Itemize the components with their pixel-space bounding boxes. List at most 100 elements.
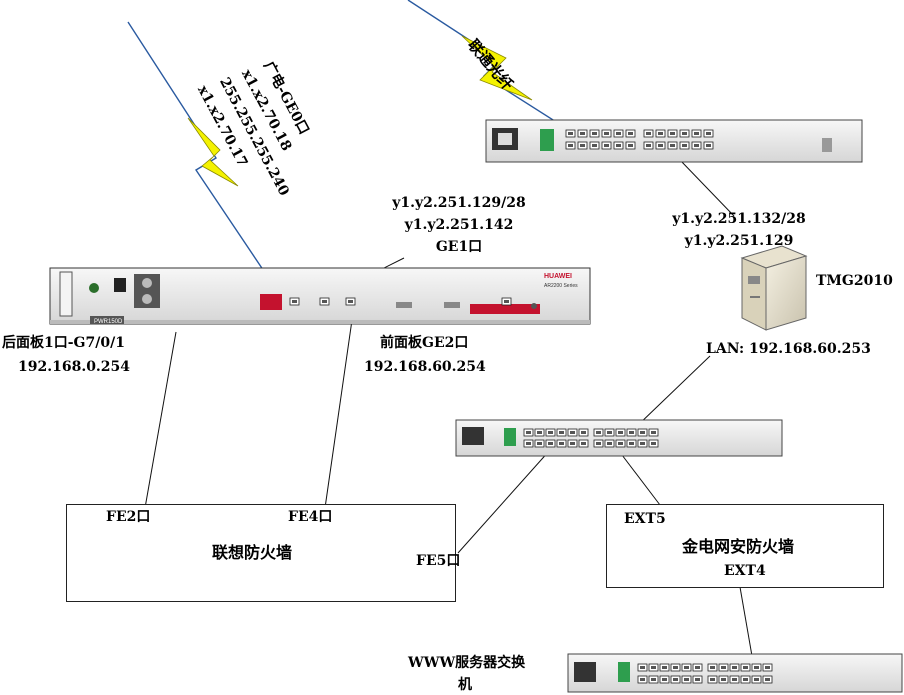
link-mid-switch-lenovo-fe5 [457, 449, 551, 554]
switch-port-icon [637, 663, 648, 672]
switch-port-icon [613, 141, 624, 150]
switch-port-icon [679, 129, 690, 138]
router-power-label: PWR150D [94, 319, 123, 325]
tmg-server-icon [740, 245, 808, 331]
switch-port-icon [604, 428, 615, 437]
switch-port-icon [643, 129, 654, 138]
switch-port-icon [667, 129, 678, 138]
www-switch-label-2: 机 [458, 677, 472, 693]
link-front-lenovo-fe4 [324, 319, 353, 509]
switch-port-icon [729, 663, 740, 672]
switch-port-icon [740, 675, 751, 684]
switch-port-icon [691, 141, 702, 150]
switch-port-icon [659, 675, 670, 684]
tmg-wan-ip2: y1.y2.251.129 [684, 233, 794, 249]
rear-panel-label: 后面板1口-G7/0/1 [2, 335, 125, 351]
lenovo-fe4: FE4口 [288, 509, 333, 525]
link-lines [144, 159, 753, 657]
switch-port-icon [637, 428, 648, 437]
switch-port-icon [703, 141, 714, 150]
switch-port-icon [534, 428, 545, 437]
lenovo-fe2: FE2口 [106, 509, 151, 525]
switch-port-icon [626, 439, 637, 448]
switch-port-icon [615, 439, 626, 448]
switch-port-icon [707, 663, 718, 672]
lenovo-firewall-name: 联想防火墙 [212, 543, 293, 562]
switch-port-icon [718, 675, 729, 684]
switch-port-icon [655, 141, 666, 150]
front-panel-ip: 192.168.60.254 [364, 359, 486, 375]
switch-port-icon [681, 663, 692, 672]
switch-port-icon [692, 663, 703, 672]
lightning-unicom [407, 0, 573, 133]
link-rear-lenovo-fe2 [144, 331, 177, 509]
switch-port-icon [762, 675, 773, 684]
jin-firewall-name: 金电网安防火墙 [682, 537, 795, 556]
switch-port-icon [523, 439, 534, 448]
switch-port-icon [740, 663, 751, 672]
switch-port-icon [565, 141, 576, 150]
switch-port-icon [643, 141, 654, 150]
switch-port-icon [589, 141, 600, 150]
link-tmg-mid-switch [634, 355, 711, 429]
switch-port-icon [729, 675, 740, 684]
jin-ext5: EXT5 [624, 511, 666, 527]
switch-port-icon [556, 428, 567, 437]
switch-port-icon [648, 663, 659, 672]
router-brand: HUAWEI [544, 273, 572, 280]
top-switch [485, 119, 863, 163]
switch-port-icon [625, 129, 636, 138]
switch-port-icon [691, 129, 702, 138]
router-ge1-ip2: y1.y2.251.142 [404, 217, 514, 233]
switch-port-icon [670, 675, 681, 684]
switch-port-icon [751, 675, 762, 684]
tmg-name: TMG2010 [816, 273, 893, 289]
switch-port-icon [679, 141, 690, 150]
switch-port-icon [613, 129, 624, 138]
switch-port-icon [703, 129, 714, 138]
switch-port-icon [692, 675, 703, 684]
switch-port-icon [751, 663, 762, 672]
link-top-switch-tmg [679, 159, 735, 217]
switch-port-icon [593, 439, 604, 448]
switch-port-icon [681, 675, 692, 684]
switch-port-icon [593, 428, 604, 437]
lenovo-firewall-box [66, 504, 456, 602]
link-mid-switch-jin-ext5 [621, 454, 661, 506]
switch-port-icon [648, 428, 659, 437]
switch-port-icon [659, 663, 670, 672]
router-ar2200: PWR150D HUAWEI AR2200 Series [49, 267, 591, 325]
switch-port-icon [648, 439, 659, 448]
switch-port-icon [762, 663, 773, 672]
rear-panel-ip: 192.168.0.254 [18, 359, 131, 375]
lightning-broadcast [127, 21, 283, 299]
switch-port-icon [626, 428, 637, 437]
www-switch-label-1: WWW服务器交换 [408, 655, 526, 671]
switch-port-icon [670, 663, 681, 672]
switch-port-icon [545, 428, 556, 437]
switch-port-icon [601, 141, 612, 150]
switch-port-icon [615, 428, 626, 437]
middle-switch [455, 419, 783, 457]
switch-port-icon [567, 439, 578, 448]
switch-port-icon [637, 675, 648, 684]
switch-port-icon [604, 439, 615, 448]
switch-port-icon [637, 439, 648, 448]
lenovo-fe5: FE5口 [416, 553, 461, 569]
switch-port-icon [545, 439, 556, 448]
switch-port-icon [648, 675, 659, 684]
switch-port-icon [655, 129, 666, 138]
switch-port-icon [718, 663, 729, 672]
switch-port-icon [556, 439, 567, 448]
switch-port-icon [667, 141, 678, 150]
jin-ext4: EXT4 [724, 563, 766, 579]
jin-firewall-box [606, 504, 884, 588]
switch-port-icon [707, 675, 718, 684]
switch-port-icon [625, 141, 636, 150]
router-ge1-port: GE1口 [435, 239, 483, 255]
switch-port-icon [577, 129, 588, 138]
front-panel-label: 前面板GE2口 [380, 335, 469, 351]
switch-port-icon [567, 428, 578, 437]
switch-port-icon [565, 129, 576, 138]
switch-port-icon [578, 439, 589, 448]
